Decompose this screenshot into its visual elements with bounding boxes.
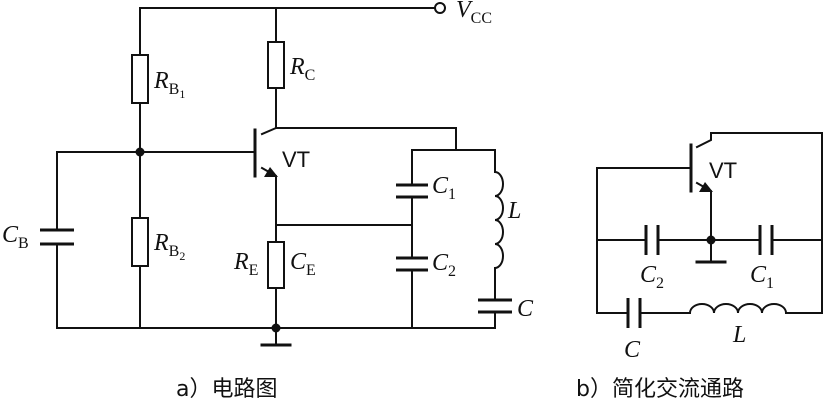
c1-capacitor [396,183,428,199]
collector-wire [275,127,457,151]
rb2-resistor [131,217,149,267]
ce-label: CE [290,249,316,279]
ground-junction [271,323,281,333]
rb1-resistor [131,54,149,104]
l-inductor [688,303,788,315]
c-capacitor [478,298,512,314]
vcc-terminal [434,2,446,14]
emitter-arrow-icon [699,182,713,192]
c1-label: C1 [432,173,456,203]
c1-capacitor [758,225,774,255]
cb-capacitor [40,228,74,246]
circuit-a: VCC RB1 RB2 RC RE CE CB VT C1 C2 L C a）电… [2,0,534,402]
c2-capacitor [644,225,660,255]
collector-lead [260,87,277,136]
vt-label: VT [282,147,310,172]
c-label-b: C [624,337,641,363]
c-label: C [517,296,534,322]
transistor-vt-b [689,132,823,241]
cb-label: CB [2,222,29,252]
l-label: L [507,198,521,224]
l-label-b: L [732,322,746,348]
circuit-b: VT C2 C1 C L b）简化交流通路 [576,132,823,402]
vcc-label: VCC [456,0,492,27]
wire [785,239,823,314]
c2-capacitor [396,256,428,272]
l-inductor [493,170,504,270]
rb1-label: RB1 [153,68,185,101]
c2-label: C2 [432,250,456,280]
base-wire [596,167,692,314]
collector-wire [695,132,823,241]
rc-resistor [267,41,285,89]
re-ce-element [267,241,285,289]
c1-label-b: C1 [750,262,774,292]
caption-a: a）电路图 [176,377,277,402]
transistor-vt [253,128,278,226]
caption-b: b）简化交流通路 [576,377,744,402]
c-capacitor [626,298,642,328]
rb2-label: RB2 [153,230,185,263]
c2-label-b: C2 [640,262,664,292]
vt-label-b: VT [709,158,737,183]
emitter-arrow-icon [264,167,278,177]
re-label: RE [233,249,258,279]
rc-label: RC [289,54,315,84]
